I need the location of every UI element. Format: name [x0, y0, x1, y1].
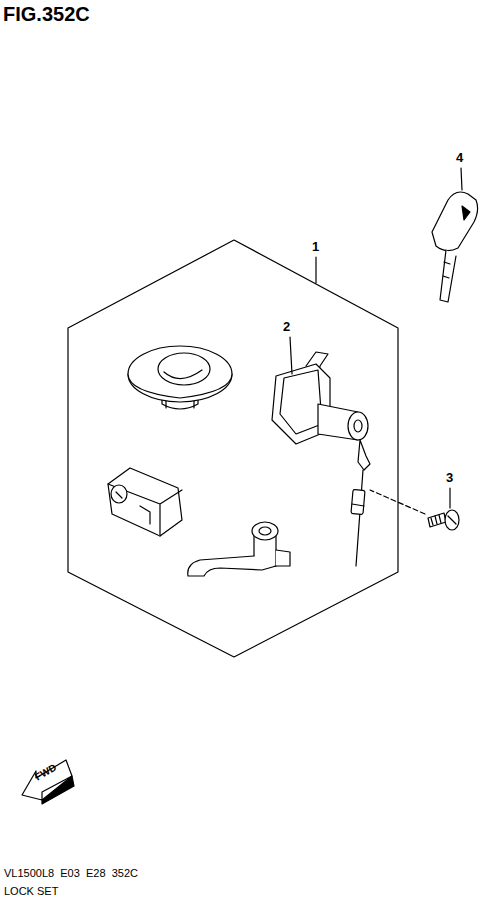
forward-arrow [22, 760, 74, 804]
callout-number: 3 [446, 471, 453, 485]
callout-number: 1 [312, 240, 319, 254]
seat-lock [272, 352, 370, 566]
leader-line [461, 168, 462, 190]
figure-title: FIG.352C [3, 3, 90, 25]
key [432, 192, 478, 302]
fuel-cap [128, 346, 232, 409]
part-group-name: LOCK SET [4, 885, 58, 897]
leader-line [315, 257, 316, 283]
leader-line [449, 488, 450, 508]
callout-number: 2 [283, 320, 290, 334]
helmet-lock [188, 522, 290, 576]
leader-line [370, 490, 425, 514]
lock-bracket [108, 468, 182, 536]
callout-number: 4 [456, 151, 463, 165]
screw [428, 510, 459, 530]
group-outline [68, 240, 398, 657]
leader-line [290, 337, 292, 374]
drawing-code: VL1500L8 E03 E28 352C [4, 867, 138, 879]
